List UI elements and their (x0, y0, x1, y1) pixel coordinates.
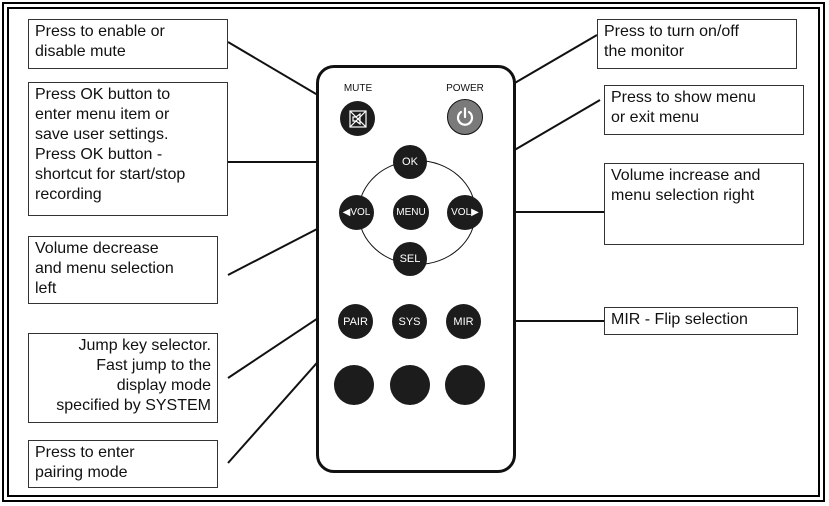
vol-left-button[interactable]: ◀VOL (339, 195, 374, 230)
mir-button[interactable]: MIR (446, 304, 481, 339)
callout-vol-left: Volume decrease and menu selection left (28, 236, 218, 304)
callout-mute: Press to enable or disable mute (28, 19, 228, 69)
vol-right-button[interactable]: VOL▶ (447, 195, 483, 230)
blank-button-left[interactable] (334, 365, 374, 405)
blank-button-right[interactable] (445, 365, 485, 405)
mute-button[interactable] (340, 101, 375, 136)
sys-button[interactable]: SYS (392, 304, 427, 339)
callout-ok: Press OK button to enter menu item or sa… (28, 82, 228, 216)
callout-menu: Press to show menu or exit menu (604, 85, 804, 135)
callout-jump: Jump key selector. Fast jump to the disp… (28, 333, 218, 423)
callout-power: Press to turn on/off the monitor (597, 19, 797, 69)
menu-button[interactable]: MENU (393, 195, 429, 230)
inner-frame (7, 7, 820, 497)
pair-button[interactable]: PAIR (338, 304, 373, 339)
speaker-off-icon (348, 109, 367, 128)
power-button[interactable] (447, 99, 483, 135)
mute-caption: MUTE (343, 83, 373, 94)
power-caption: POWER (446, 83, 484, 94)
sel-button[interactable]: SEL (393, 242, 427, 276)
blank-button-center[interactable] (390, 365, 430, 405)
callout-vol-right: Volume increase and menu selection right (604, 163, 804, 245)
power-icon (456, 107, 474, 126)
callout-pair: Press to enter pairing mode (28, 440, 218, 488)
ok-button[interactable]: OK (393, 145, 427, 179)
callout-mir: MIR - Flip selection (604, 307, 798, 335)
